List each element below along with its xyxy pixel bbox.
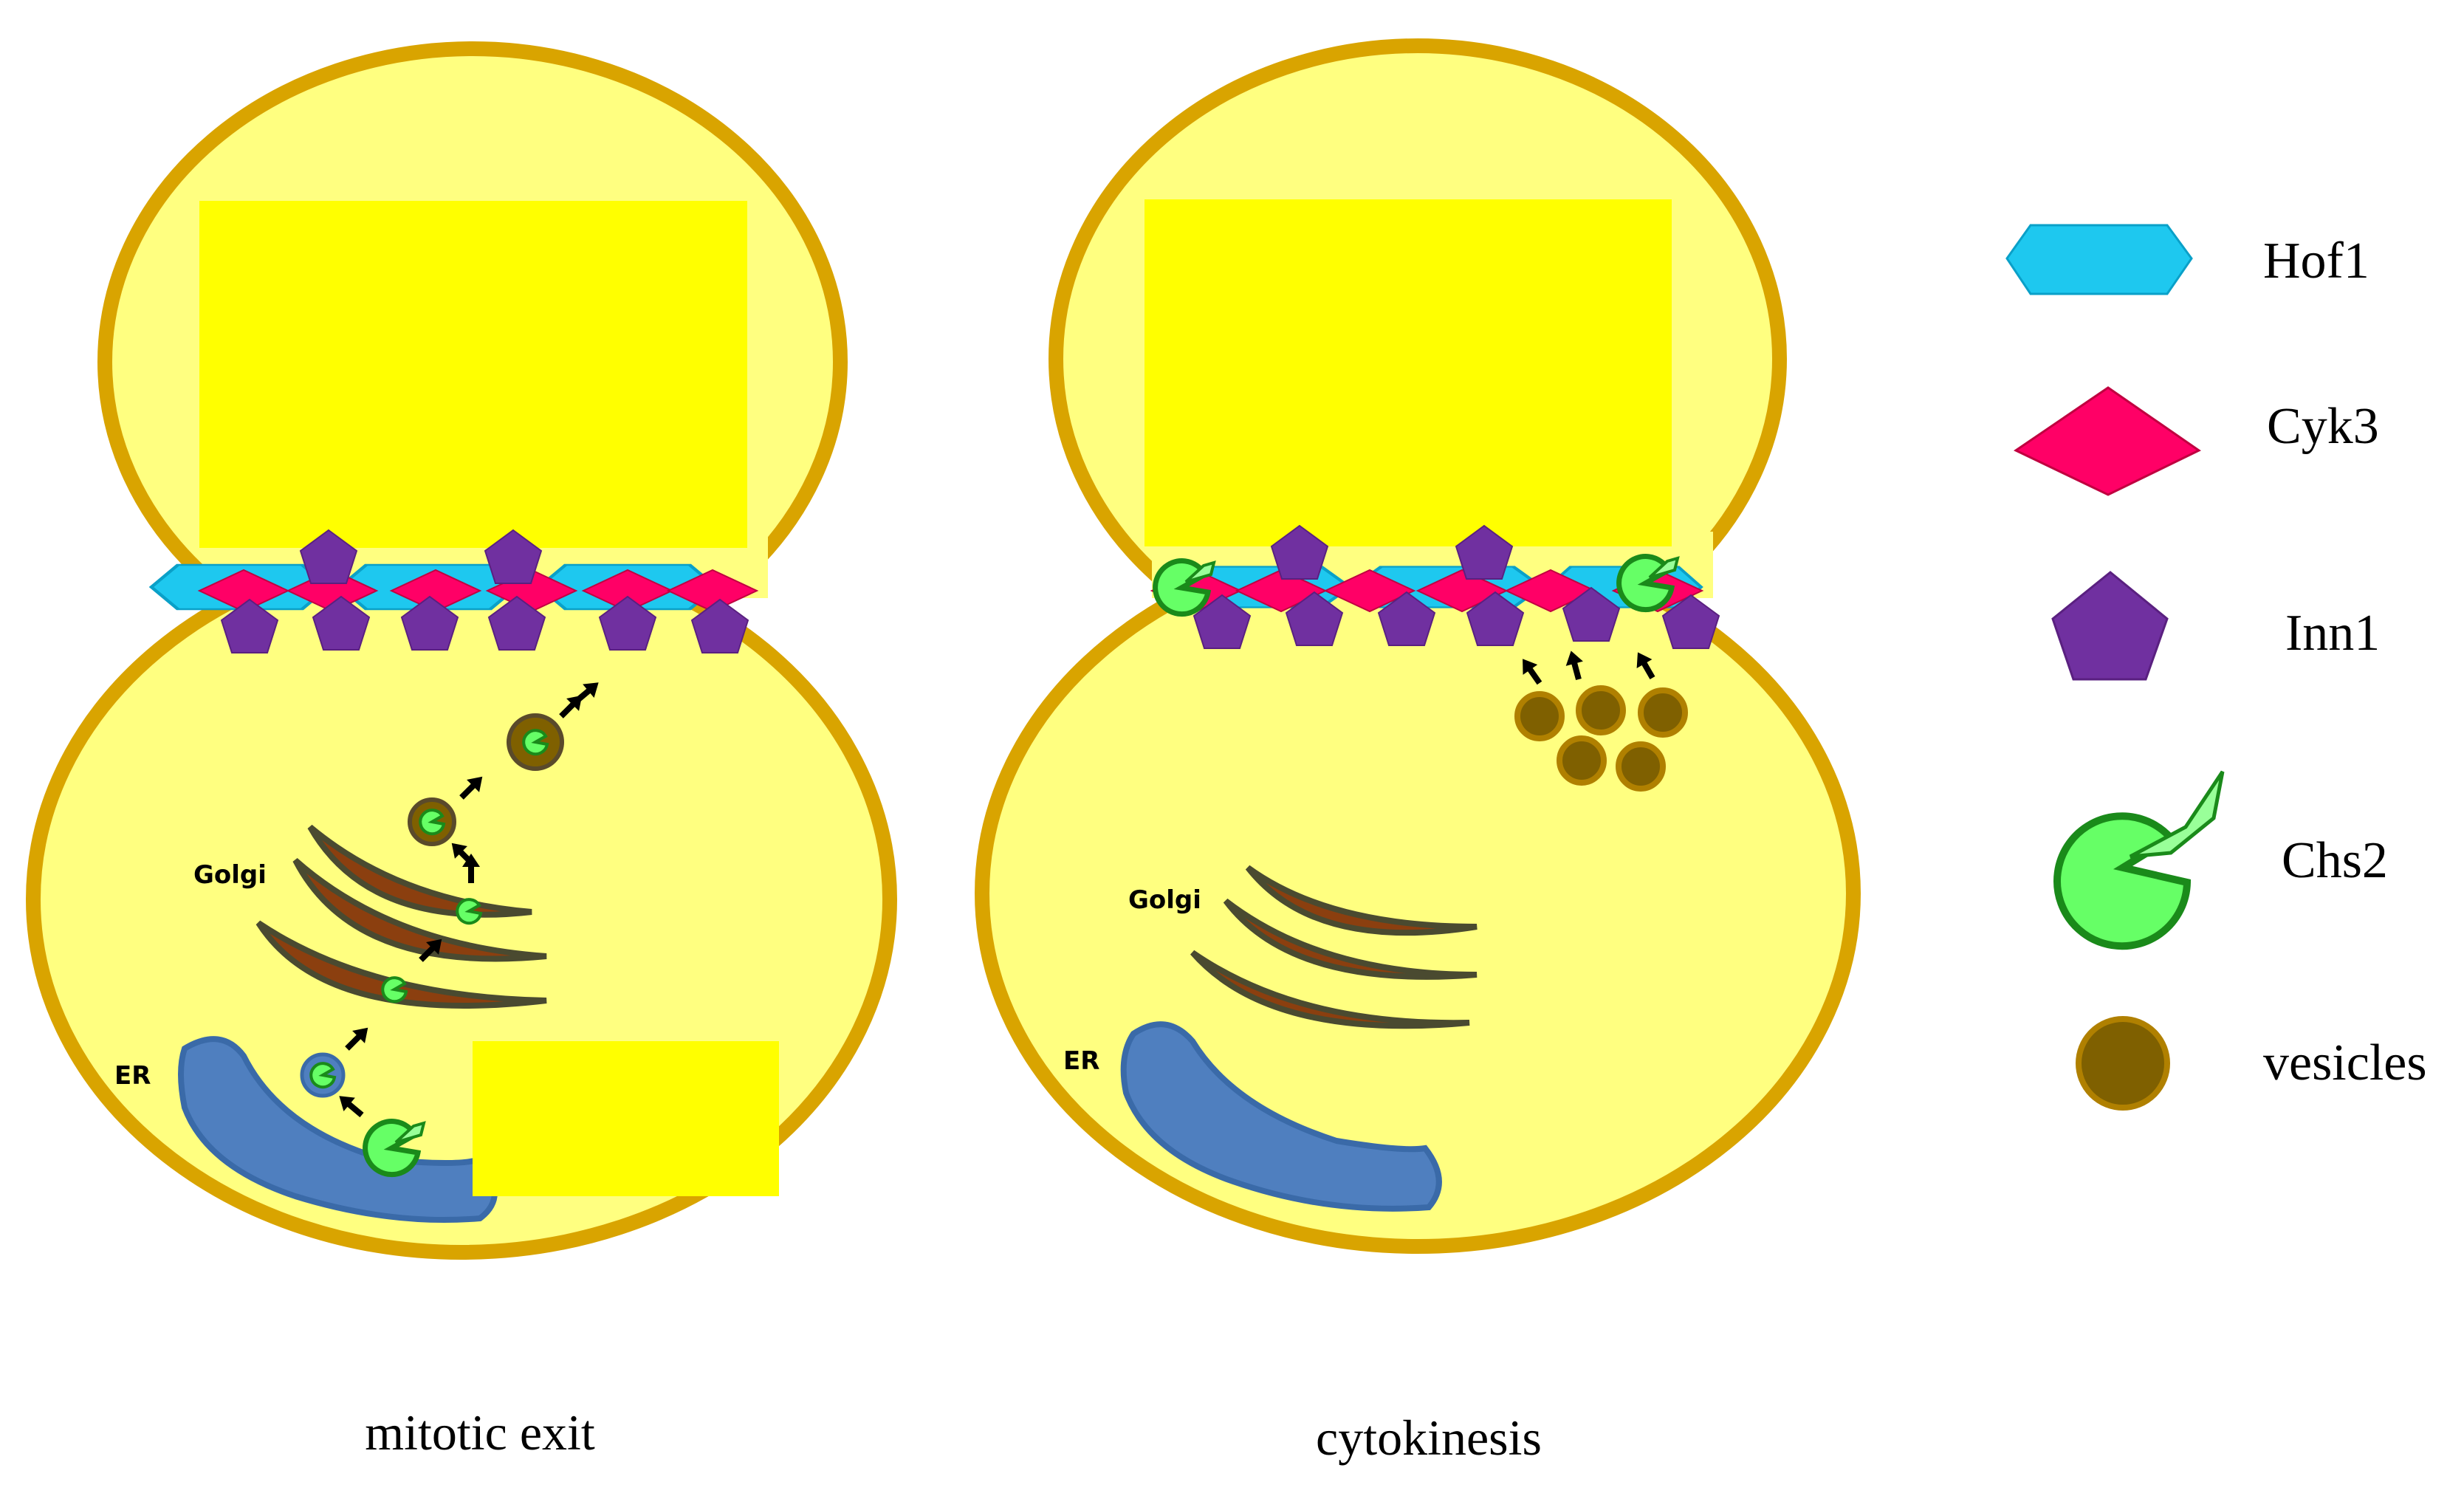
pacman-icon: [2053, 770, 2225, 950]
golgi-label: Golgi: [1128, 885, 1201, 915]
golgi-stack: [255, 824, 547, 1009]
diamond-icon: [2014, 386, 2201, 496]
legend: Hof1 Cyk3 Inn1 Chs2 vesicles: [2005, 224, 2427, 1111]
panel-mitotic-exit: Golgi ER: [26, 41, 897, 1461]
caption-mitotic-exit: mitotic exit: [365, 1404, 595, 1461]
legend-label-cyk3: Cyk3: [2267, 398, 2379, 455]
legend-label-hof1: Hof1: [2263, 233, 2369, 289]
caption-cytokinesis: cytokinesis: [1316, 1410, 1542, 1466]
er-label: ER: [114, 1061, 151, 1091]
legend-item-chs2: Chs2: [2053, 770, 2388, 950]
er-label: ER: [1063, 1046, 1099, 1076]
er-organelle: [178, 1036, 498, 1223]
circle-icon: [2076, 1016, 2170, 1111]
daughter-cell-bottom: [975, 533, 1861, 1254]
legend-item-vesicles: vesicles: [2076, 1016, 2427, 1111]
hexagon-icon: [2005, 224, 2193, 295]
legend-item-inn1: Inn1: [2051, 571, 2380, 681]
vesicle-chain: [300, 713, 564, 1098]
redaction-box: [199, 201, 747, 548]
legend-item-hof1: Hof1: [2005, 224, 2369, 295]
vesicle-cluster: [1514, 685, 1688, 792]
panel-cytokinesis: Golgi ER cytokinesis: [975, 38, 1861, 1466]
legend-label-chs2: Chs2: [2282, 832, 2388, 889]
er-organelle: [1120, 1021, 1442, 1212]
redaction-box: [1145, 199, 1672, 546]
golgi-stack: [1190, 865, 1478, 1029]
golgi-label: Golgi: [193, 860, 267, 890]
legend-label-inn1: Inn1: [2285, 605, 2380, 662]
legend-item-cyk3: Cyk3: [2014, 386, 2379, 496]
redaction-box-3: [550, 1152, 772, 1196]
pentagon-icon: [2051, 571, 2169, 681]
legend-label-vesicles: vesicles: [2263, 1034, 2427, 1091]
